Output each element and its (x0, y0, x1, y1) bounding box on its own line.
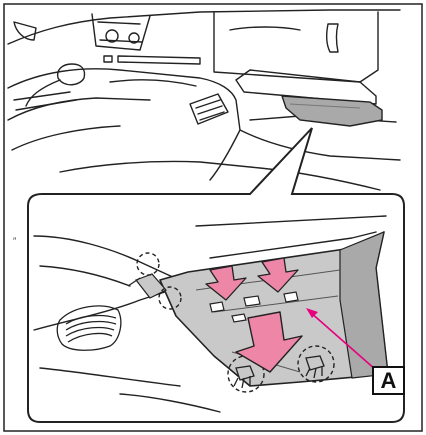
overview-target-panel (282, 96, 382, 126)
side-mark: ″ (13, 236, 16, 246)
callout-label-text: A (381, 368, 397, 394)
callout-label-a: A (372, 366, 405, 395)
